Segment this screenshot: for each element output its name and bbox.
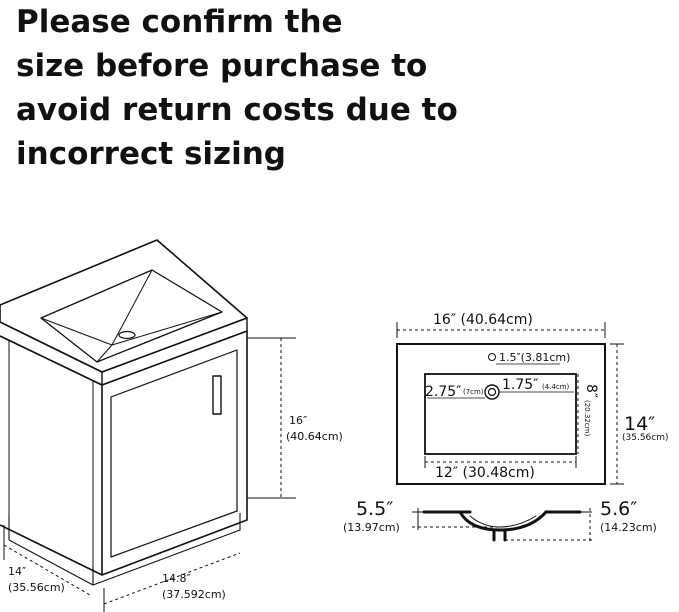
side-right-cm: (14.23cm)	[600, 521, 657, 534]
top-view-outline	[396, 343, 606, 485]
basin-depth-inch: 8″	[583, 384, 599, 398]
top-width-dimension	[396, 322, 606, 338]
heading-notice: Please confirm the size before purchase …	[16, 0, 656, 176]
basin-offset-cm: (7cm)	[463, 388, 484, 396]
basin-width-label: 12″ (30.48cm)	[435, 465, 535, 481]
cabinet-left-side	[0, 335, 103, 576]
side-left-dimension	[412, 508, 500, 530]
faucet-hole-icon	[488, 353, 496, 361]
top-depth-dimension	[610, 343, 624, 485]
cabinet-height-dimension	[247, 337, 296, 499]
cabinet-depth-dimension	[3, 525, 91, 596]
drain-size-inch: 1.75″	[502, 377, 538, 393]
heading-line-2: size before purchase to	[16, 48, 428, 84]
heading-line-1: Please confirm the	[16, 4, 343, 40]
heading-line-3: avoid return costs due to	[16, 92, 458, 128]
heading-line-4: incorrect sizing	[16, 136, 286, 172]
side-left-cm: (13.97cm)	[343, 521, 400, 534]
basin-inner-fold	[96, 269, 153, 363]
basin-width-dimension	[424, 456, 577, 468]
door-handle	[212, 375, 222, 415]
cabinet-depth-cm: (35.56cm)	[8, 581, 65, 594]
drain-size-cm: (4.4cm)	[542, 383, 570, 391]
countertop-top	[0, 239, 248, 373]
basin-depth-cm: (20.32cm)	[583, 400, 591, 436]
top-view-basin	[424, 373, 577, 455]
top-depth-cm: (35.56cm)	[622, 433, 669, 443]
drain-hole	[118, 330, 136, 340]
drain-outer-icon	[484, 384, 500, 400]
cabinet-height-inch: 16″	[289, 414, 307, 427]
cabinet-door	[110, 349, 238, 558]
top-depth-inch: 14″	[624, 413, 655, 435]
cabinet-width-cm: (37.592cm)	[162, 588, 226, 601]
side-view-drawing	[422, 510, 582, 542]
basin-rim	[40, 269, 223, 363]
cabinet-drawing	[0, 239, 248, 586]
cabinet-depth-inch: 14″	[8, 565, 26, 578]
basin-offset-inch: 2.75″	[425, 384, 461, 400]
faucet-hole-label: 1.5″(3.81cm)	[499, 351, 570, 364]
cabinet-width-inch: 14.8″	[162, 572, 191, 585]
top-width-label: 16″ (40.64cm)	[433, 312, 533, 328]
cabinet-width-dimension	[103, 552, 241, 612]
drain-inner-icon	[487, 387, 497, 397]
top-view-drawing	[396, 343, 606, 485]
cabinet-front	[101, 330, 248, 576]
cabinet-base	[8, 513, 241, 586]
cabinet-height-cm: (40.64cm)	[286, 430, 343, 443]
side-left-inch: 5.5″	[356, 498, 393, 520]
side-right-inch: 5.6″	[600, 498, 637, 520]
side-right-dimension	[505, 508, 592, 544]
